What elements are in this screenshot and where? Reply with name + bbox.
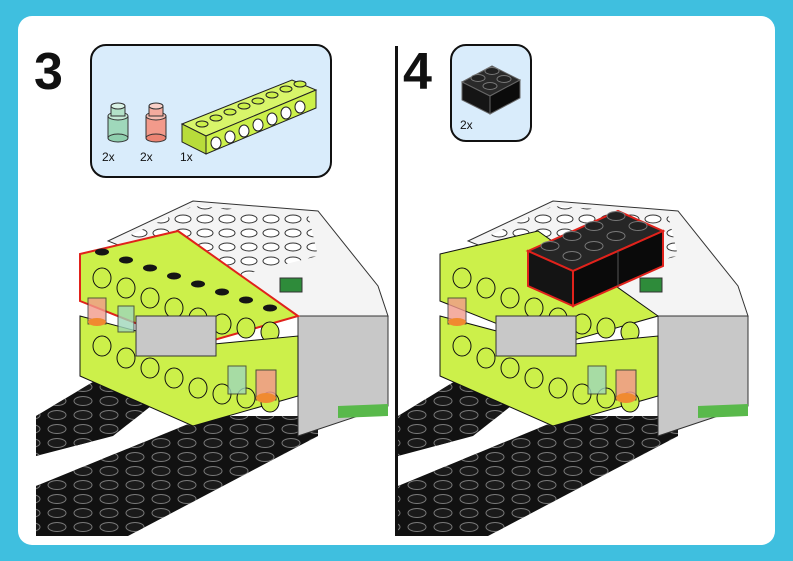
- black-brick-2x2-icon: [460, 65, 522, 115]
- build-scenes: [36, 200, 749, 536]
- step-4-scene: [398, 200, 749, 536]
- part-qty-technic-beam: 1x: [180, 150, 193, 164]
- step-3-parts-illustration: [107, 79, 318, 155]
- transparent-red-round-icon: [145, 102, 167, 143]
- step-4-parts-callout: 2x: [450, 44, 532, 142]
- hub-green-indicator: [279, 277, 303, 293]
- hub-green-indicator: [639, 277, 663, 293]
- step-4-number: 4: [403, 43, 432, 101]
- black-bricks-added: [525, 209, 666, 308]
- transparent-rounds-step3: [87, 297, 277, 403]
- step-3-number: 3: [34, 43, 63, 101]
- hub-grey-panel: [135, 315, 217, 357]
- transparent-rounds-step4: [447, 297, 637, 403]
- part-qty-green-round: 2x: [102, 150, 115, 164]
- hub-grey-panel: [495, 315, 577, 357]
- part-qty-red-round: 2x: [140, 150, 153, 164]
- step-4-parts-illustration: [460, 65, 522, 115]
- transparent-green-round-icon: [107, 102, 129, 143]
- step-3-parts-callout: 2x 2x 1x: [90, 44, 332, 178]
- instruction-page: 3: [18, 16, 775, 545]
- hub-side: [657, 315, 749, 437]
- lime-technic-beam-icon: [180, 79, 318, 155]
- part-qty-black-brick: 2x: [460, 118, 473, 132]
- hub-side: [297, 315, 389, 437]
- step-divider: [395, 46, 398, 536]
- step-3-scene: [36, 200, 389, 536]
